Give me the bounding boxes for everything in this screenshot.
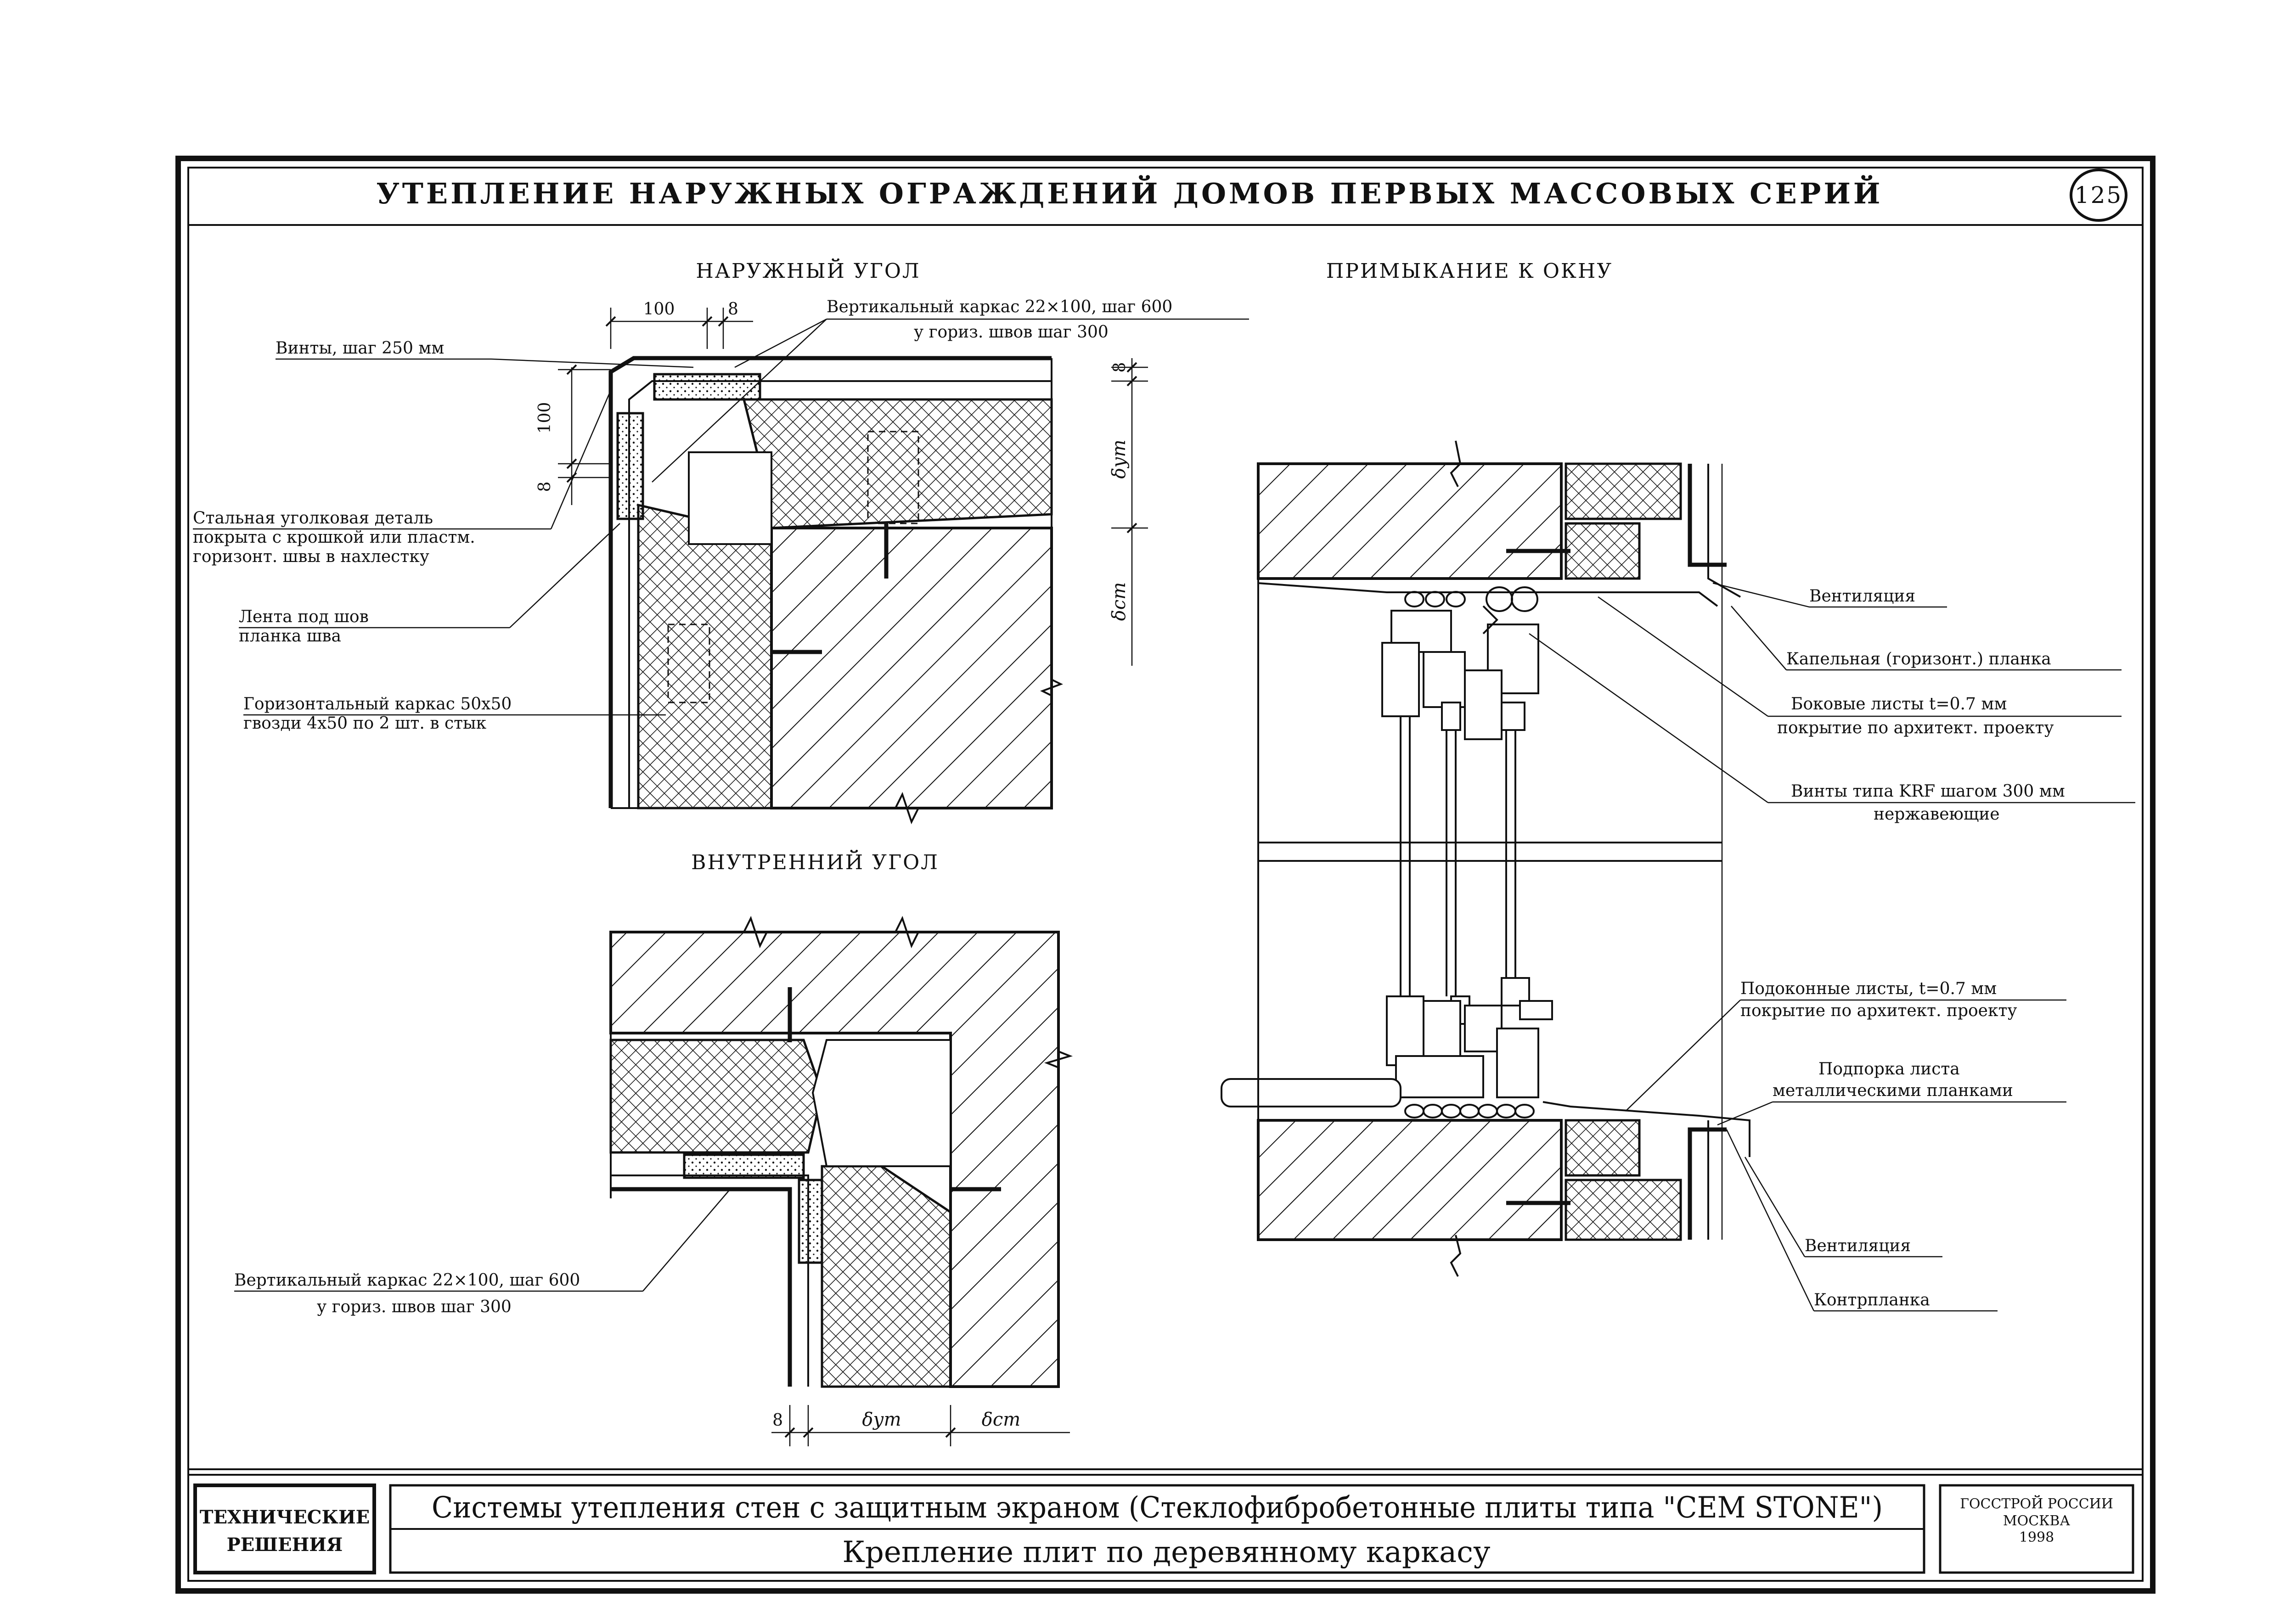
window-sill-board (1221, 1078, 1401, 1107)
window-upper-insulation (1565, 462, 1682, 520)
label-sill-sheets-coating: покрытие по архитект. проекту (1740, 1001, 2017, 1020)
inner-corner-heading: ВНУТРЕННИЙ УГОЛ (691, 849, 939, 874)
facing-panel-top (653, 373, 761, 401)
inner-corner-detail: ВНУТРЕННИЙ УГОЛ 8 δут δст Верти (234, 849, 1073, 1446)
window-adjacency-detail: ПРИМЫКАНИЕ К ОКНУ (1221, 259, 2135, 1312)
label-sheet-support: Подпорка листа (1818, 1060, 1960, 1079)
window-lower-wall (1257, 1119, 1563, 1241)
label-krf-screws: Винты типа KRF шагом 300 мм (1791, 782, 2065, 801)
dim-outer-side-8: 8 (1110, 362, 1129, 373)
page-number-badge: 125 (2070, 169, 2127, 222)
outer-corner-heading: НАРУЖНЫЙ УГОЛ (696, 258, 920, 283)
dim-outer-8-vertical: 8 (535, 482, 554, 492)
dim-outer-8-horizontal: 8 (728, 300, 738, 319)
title-block-description: Системы утепления стен с защитным экрано… (432, 1491, 1883, 1525)
label-side-sheets: Боковые листы t=0.7 мм (1791, 695, 2007, 714)
label-vertical-frame: Вертикальный каркас 22×100, шаг 600 (827, 298, 1172, 316)
org-city: МОСКВА (2003, 1513, 2071, 1529)
label-steel-corner-coating: покрыта с крошкой или пластм. (193, 528, 475, 547)
label-screws-pitch: Винты, шаг 250 мм (276, 339, 444, 358)
org-name: ГОССТРОЙ РОССИИ (1960, 1495, 2113, 1512)
dim-outer-side-insulation: δут (1109, 439, 1130, 478)
sheet-title: УТЕПЛЕНИЕ НАРУЖНЫХ ОГРАЖДЕНИЙ ДОМОВ ПЕРВ… (376, 175, 1883, 210)
label-side-sheets-coating: покрытие по архитект. проекту (1777, 719, 2054, 737)
steel-corner-angle (608, 356, 1052, 808)
window-glazing (1400, 716, 1516, 996)
label-sheet-support-strips: металлическими планками (1773, 1081, 2013, 1100)
inner-facing-panel-horizontal (683, 1153, 805, 1179)
label-sill-sheets: Подоконные листы, t=0.7 мм (1740, 979, 1997, 998)
outer-corner-detail: НАРУЖНЫЙ УГОЛ 100 8 (193, 258, 1249, 825)
insulation-inner-horizontal (609, 1039, 823, 1154)
label-counter-strip: Контрпланка (1814, 1291, 1930, 1309)
dim-outer-100-vertical: 100 (535, 402, 554, 434)
inner-facing-panel-vertical (798, 1179, 823, 1264)
facing-panel-left (616, 412, 644, 520)
label-inner-vertical-frame-pitch: у гориз. швов шаг 300 (317, 1298, 512, 1316)
insulation-top (742, 398, 1053, 529)
label-seam-tape: Лента под шов (239, 607, 369, 626)
insulation-left (637, 503, 773, 809)
stamp-line-1: ТЕХНИЧЕСКИЕ (200, 1506, 370, 1528)
window-lower-insulation-2 (1565, 1179, 1682, 1241)
window-upper-wall (1257, 462, 1563, 580)
dim-inner-bottom-8: 8 (772, 1411, 783, 1430)
window-upper-insulation-2 (1565, 522, 1641, 580)
corner-inner-line (628, 380, 1052, 808)
dim-inner-bottom-insulation: δут (862, 1409, 901, 1430)
window-frame-lower (1386, 977, 1553, 1098)
page-number: 125 (2075, 182, 2122, 208)
label-horizontal-frame: Горизонтальный каркас 50х50 (243, 695, 512, 714)
seal-upper (1404, 586, 1538, 612)
dim-outer-side-wall: δст (1109, 582, 1130, 621)
title-block-subtitle: Крепление плит по деревянному каркасу (842, 1535, 1490, 1569)
dim-outer-100-horizontal: 100 (643, 300, 675, 319)
label-ventilation-lower: Вентиляция (1805, 1236, 1911, 1255)
label-krf-stainless: нержавеющие (1874, 805, 2000, 824)
stamp-line-2: РЕШЕНИЯ (227, 1534, 343, 1556)
window-lower-insulation (1565, 1119, 1641, 1177)
concrete-wall (770, 527, 1053, 809)
label-steel-corner-part: Стальная уголковая деталь (193, 509, 433, 528)
insulation-inner-vertical (821, 1165, 952, 1388)
label-inner-vertical-frame: Вертикальный каркас 22×100, шаг 600 (234, 1271, 580, 1290)
inner-corner-void (811, 1039, 951, 1167)
label-vertical-frame-pitch: у гориз. швов шаг 300 (914, 323, 1109, 342)
sheet-frame (175, 156, 2156, 1594)
dim-inner-bottom-wall: δст (982, 1409, 1020, 1430)
window-frame-upper (1381, 610, 1539, 740)
title-block: ТЕХНИЧЕСКИЕ РЕШЕНИЯ Системы утепления ст… (193, 1484, 2134, 1574)
label-steel-corner-joints: горизонт. швы в нахлестку (193, 547, 429, 566)
label-horizontal-frame-nails: гвозди 4х50 по 2 шт. в стык (243, 714, 487, 733)
label-seam-strip: планка шва (239, 627, 341, 646)
seal-lower (1404, 1104, 1535, 1118)
org-year: 1998 (2019, 1529, 2054, 1545)
window-heading: ПРИМЫКАНИЕ К ОКНУ (1326, 259, 1613, 283)
label-ventilation-upper: Вентиляция (1809, 587, 1915, 606)
corner-void (688, 451, 772, 545)
label-drip-strip: Капельная (горизонт.) планка (1786, 650, 2051, 669)
